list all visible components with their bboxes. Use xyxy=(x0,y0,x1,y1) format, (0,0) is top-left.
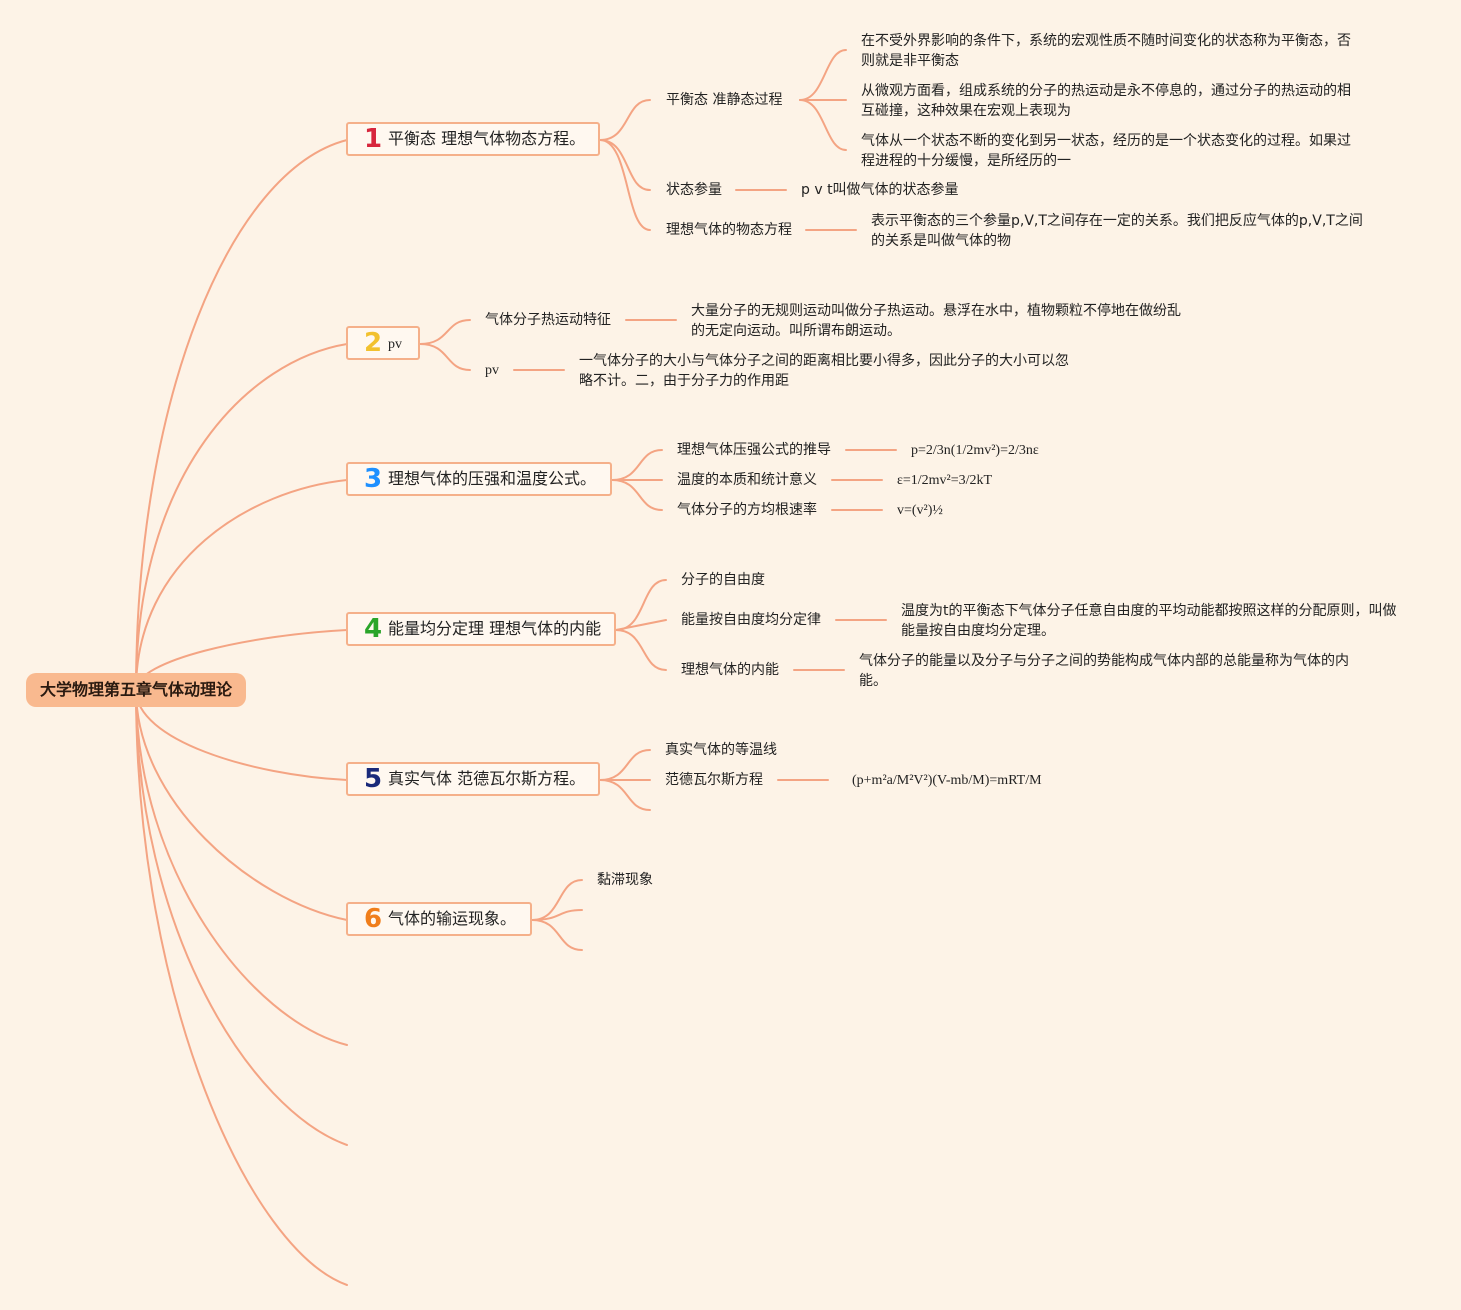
leaf-rms-formula[interactable]: v=(v²)½ xyxy=(897,503,943,518)
leaf-pressure-formula[interactable]: p=2/3n(1/2mv²)=2/3nε xyxy=(911,443,1039,458)
topic-5[interactable]: 5 真实气体 范德瓦尔斯方程。 xyxy=(346,762,600,796)
number-6-icon: 6 xyxy=(364,904,383,934)
number-1-icon: 1 xyxy=(364,124,383,154)
topic-2[interactable]: 2 pv xyxy=(346,326,420,360)
leaf-microscopic-view[interactable]: 从微观方面看，组成系统的分子的热运动是永不停息的，通过分子的热运动的相互碰撞，这… xyxy=(861,83,1351,119)
number-3-icon: 3 xyxy=(364,464,383,494)
topic-label: pv xyxy=(388,337,402,352)
leaf-pv[interactable]: 一气体分子的大小与气体分子之间的距离相比要小得多，因此分子的大小可以忽略不计。二… xyxy=(579,353,1069,389)
topic-label: 能量均分定理 理想气体的内能 xyxy=(388,619,602,638)
number-2-icon: 2 xyxy=(364,328,383,358)
subtopic-thermal-motion[interactable]: 气体分子热运动特征 xyxy=(485,312,611,328)
leaf-internal-energy[interactable]: 气体分子的能量以及分子与分子之间的势能构成气体内部的总能量称为气体的内能。 xyxy=(859,653,1349,689)
number-4-icon: 4 xyxy=(364,614,383,644)
subtopic-rms-speed[interactable]: 气体分子的方均根速率 xyxy=(677,502,817,518)
topic-3[interactable]: 3 理想气体的压强和温度公式。 xyxy=(346,462,612,496)
root-node[interactable]: 大学物理第五章气体动理论 xyxy=(26,673,246,707)
topic-label: 真实气体 范德瓦尔斯方程。 xyxy=(388,769,586,788)
subtopic-ideal-gas-equation[interactable]: 理想气体的物态方程 xyxy=(666,222,792,238)
leaf-quasistatic-process[interactable]: 气体从一个状态不断的变化到另一状态，经历的是一个状态变化的过程。如果过程进程的十… xyxy=(861,133,1351,169)
subtopic-van-der-waals[interactable]: 范德瓦尔斯方程 xyxy=(665,772,763,788)
leaf-state-parameters[interactable]: p v t叫做气体的状态参量 xyxy=(801,182,959,198)
topic-label: 平衡态 理想气体物态方程。 xyxy=(388,129,586,148)
subtopic-internal-energy[interactable]: 理想气体的内能 xyxy=(681,662,779,678)
leaf-equipartition[interactable]: 温度为t的平衡态下气体分子任意自由度的平均动能都按照这样的分配原则，叫做能量按自… xyxy=(901,603,1397,639)
topic-label: 理想气体的压强和温度公式。 xyxy=(388,469,597,488)
topic-1[interactable]: 1 平衡态 理想气体物态方程。 xyxy=(346,122,600,156)
subtopic-degrees-of-freedom[interactable]: 分子的自由度 xyxy=(681,572,765,588)
leaf-van-der-waals-formula[interactable]: (p+m²a/M²V²)(V-mb/M)=mRT/M xyxy=(852,773,1042,788)
subtopic-state-parameters[interactable]: 状态参量 xyxy=(666,182,722,198)
subtopic-viscosity[interactable]: 黏滞现象 xyxy=(597,872,653,888)
subtopic-equipartition[interactable]: 能量按自由度均分定律 xyxy=(681,612,821,628)
subtopic-real-gas-isotherm[interactable]: 真实气体的等温线 xyxy=(665,742,777,758)
subtopic-temperature-meaning[interactable]: 温度的本质和统计意义 xyxy=(677,472,817,488)
subtopic-equilibrium[interactable]: 平衡态 准静态过程 xyxy=(666,92,783,108)
topic-6[interactable]: 6 气体的输运现象。 xyxy=(346,902,532,936)
leaf-ideal-gas-equation[interactable]: 表示平衡态的三个参量p,V,T之间存在一定的关系。我们把反应气体的p,V,T之间… xyxy=(871,213,1363,249)
leaf-equilibrium-definition[interactable]: 在不受外界影响的条件下，系统的宏观性质不随时间变化的状态称为平衡态，否则就是非平… xyxy=(861,33,1351,69)
leaf-temperature-formula[interactable]: ε=1/2mv²=3/2kT xyxy=(897,473,993,488)
subtopic-pressure-derivation[interactable]: 理想气体压强公式的推导 xyxy=(677,442,831,458)
subtopic-pv[interactable]: pv xyxy=(485,363,499,378)
topic-4[interactable]: 4 能量均分定理 理想气体的内能 xyxy=(346,612,616,646)
topic-label: 气体的输运现象。 xyxy=(388,909,517,928)
number-5-icon: 5 xyxy=(364,764,383,794)
leaf-thermal-motion[interactable]: 大量分子的无规则运动叫做分子热运动。悬浮在水中，植物颗粒不停地在做纷乱的无定向运… xyxy=(691,303,1181,339)
